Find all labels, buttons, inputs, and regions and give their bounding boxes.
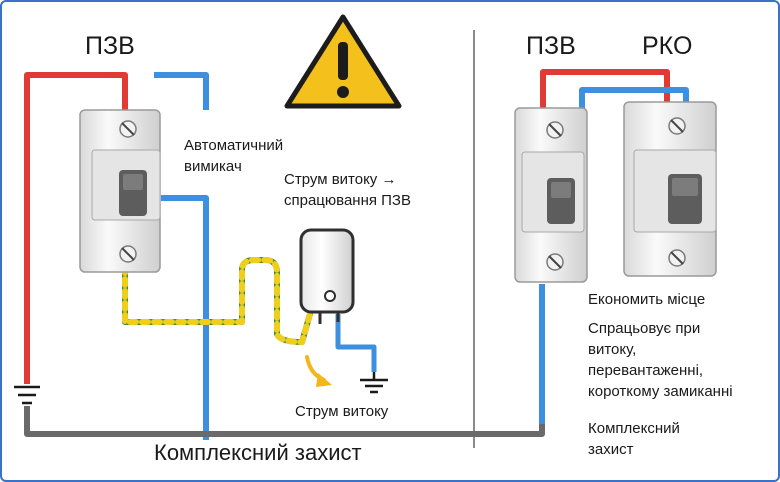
footer-caption: Комплексний захист (154, 440, 362, 465)
phase-wire-left (24, 72, 128, 384)
benefit-space: Економить місце (588, 291, 706, 308)
rcd-title: ПЗВ (526, 32, 576, 60)
warning-icon (284, 14, 402, 109)
benefit-trip: Спрацьовує при витоку, перевантаженні, к… (588, 318, 733, 402)
ground-icon-left (14, 385, 40, 405)
benefit-trip-line-1: Спрацьовує при (588, 320, 701, 337)
left-title: ПЗВ (85, 32, 135, 60)
benefit-protect: Комплексний захист (588, 418, 680, 460)
ground-bus (24, 284, 545, 437)
neutral-wire-right (579, 87, 689, 108)
benefit-trip-line-4: короткому замиканні (588, 383, 733, 400)
leak-arrow-label: Струм витоку → спрацювання ПЗВ (284, 169, 411, 211)
benefit-protect-line-2: захист (588, 441, 634, 458)
neutral-wire-left-down (161, 195, 209, 440)
ground-icon (360, 372, 388, 394)
rcd-device (514, 107, 588, 283)
benefit-trip-line-2: витоку, (588, 341, 637, 358)
benefit-trip-line-3: перевантаженні, (588, 362, 704, 379)
heater-neutral-wire (335, 314, 377, 372)
circuit-breaker-left (79, 109, 161, 273)
breaker-label: Автоматичний вимикач (184, 135, 283, 177)
right-wiring (539, 69, 689, 424)
water-heater-icon (299, 228, 355, 324)
leak-label: Струм витоку (295, 403, 389, 420)
earth-wire (122, 257, 313, 345)
leak-arrow-label-line-2: спрацювання ПЗВ (284, 192, 411, 209)
breaker-label-line-1: Автоматичний (184, 137, 284, 154)
rcbo-device (623, 101, 717, 277)
neutral-wire-left-top (154, 72, 209, 110)
rcbo-title: РКО (642, 32, 693, 60)
breaker-label-line-2: вимикач (184, 158, 242, 175)
leak-arrow-label-line-1: Струм витоку → (284, 171, 397, 188)
benefit-protect-line-1: Комплексний (588, 420, 680, 437)
leak-arrow-icon (305, 355, 332, 387)
